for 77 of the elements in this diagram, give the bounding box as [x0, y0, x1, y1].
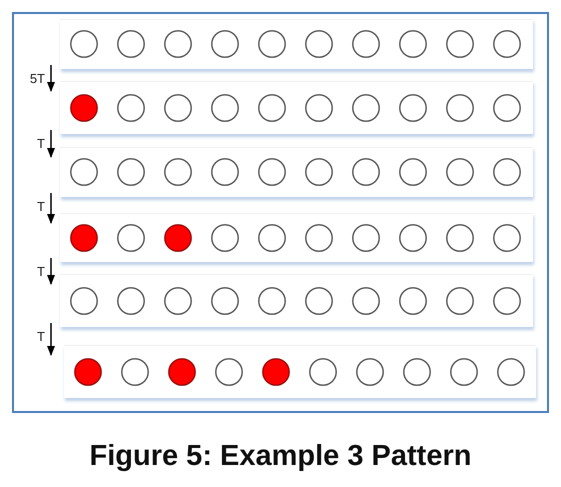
empty-circle [164, 287, 192, 315]
empty-circle [215, 358, 243, 386]
empty-circle [356, 358, 384, 386]
empty-circle [121, 358, 149, 386]
empty-circle [352, 287, 380, 315]
edge-label: T [37, 265, 45, 278]
empty-circle [164, 30, 192, 58]
pattern-row [60, 147, 533, 197]
empty-circle [446, 94, 474, 122]
empty-circle [117, 94, 145, 122]
empty-circle [305, 224, 333, 252]
empty-circle [211, 287, 239, 315]
empty-circle [117, 158, 145, 186]
empty-circle [305, 287, 333, 315]
empty-circle [211, 94, 239, 122]
empty-circle [399, 30, 427, 58]
pattern-row [60, 19, 533, 69]
empty-circle [258, 158, 286, 186]
empty-circle [305, 158, 333, 186]
empty-circle [352, 224, 380, 252]
figure-caption: Figure 5: Example 3 Pattern [90, 439, 472, 474]
filled-circle [70, 224, 98, 252]
empty-circle [493, 224, 521, 252]
empty-circle [258, 30, 286, 58]
pattern-row [60, 81, 533, 134]
edge-label: T [37, 137, 45, 150]
arrow [47, 323, 55, 356]
empty-circle [258, 94, 286, 122]
empty-circle [493, 94, 521, 122]
empty-circle [164, 94, 192, 122]
empty-circle [352, 30, 380, 58]
empty-circle [164, 158, 192, 186]
empty-circle [305, 30, 333, 58]
empty-circle [399, 158, 427, 186]
empty-circle [399, 94, 427, 122]
filled-circle [70, 94, 98, 122]
empty-circle [211, 158, 239, 186]
arrow [47, 65, 55, 92]
pattern-row [60, 274, 533, 327]
arrow [47, 258, 55, 285]
arrow [47, 193, 55, 224]
empty-circle [493, 158, 521, 186]
empty-circle [211, 30, 239, 58]
empty-circle [117, 287, 145, 315]
empty-circle [403, 358, 431, 386]
filled-circle [74, 358, 102, 386]
empty-circle [70, 30, 98, 58]
empty-circle [258, 224, 286, 252]
empty-circle [70, 287, 98, 315]
empty-circle [352, 158, 380, 186]
empty-circle [305, 94, 333, 122]
empty-circle [117, 30, 145, 58]
pattern-row [64, 345, 536, 398]
empty-circle [117, 224, 145, 252]
empty-circle [446, 224, 474, 252]
empty-circle [399, 287, 427, 315]
empty-circle [258, 287, 286, 315]
edge-label: 5T [30, 72, 45, 85]
arrow [47, 130, 55, 158]
empty-circle [446, 30, 474, 58]
edge-label: T [37, 330, 45, 343]
empty-circle [493, 287, 521, 315]
empty-circle [446, 287, 474, 315]
filled-circle [164, 224, 192, 252]
filled-circle [168, 358, 196, 386]
filled-circle [262, 358, 290, 386]
empty-circle [446, 158, 474, 186]
empty-circle [450, 358, 478, 386]
edge-label: T [37, 200, 45, 213]
empty-circle [493, 30, 521, 58]
empty-circle [211, 224, 239, 252]
empty-circle [352, 94, 380, 122]
empty-circle [309, 358, 337, 386]
pattern-row [60, 213, 533, 262]
empty-circle [70, 158, 98, 186]
empty-circle [399, 224, 427, 252]
empty-circle [497, 358, 525, 386]
